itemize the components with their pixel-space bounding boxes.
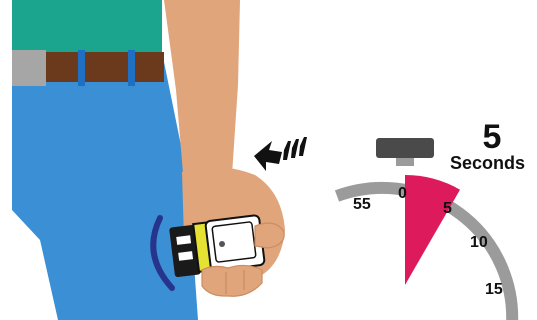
hand-with-reader-icon [169, 166, 285, 297]
reader-slot [176, 235, 192, 245]
shirt [12, 0, 162, 52]
tick-label: 5 [443, 200, 452, 217]
belt-loop [78, 50, 85, 86]
tick-label: 55 [353, 196, 371, 213]
belt-loop [128, 50, 135, 86]
elapsed-wedge [405, 174, 460, 285]
person [12, 0, 198, 320]
tick-label: 15 [485, 281, 503, 298]
timer-unit: Seconds [450, 153, 526, 173]
card-inner-screen [211, 221, 257, 263]
tick-label: 10 [470, 234, 488, 251]
jeans [12, 52, 198, 320]
belt-buckle [12, 50, 46, 86]
arm [164, 0, 240, 185]
timer-value: 5 [482, 118, 502, 156]
stopwatch-ring [334, 181, 519, 320]
fingers [201, 264, 263, 297]
thumb [254, 222, 285, 249]
tick-label: 0 [398, 185, 407, 202]
motion-arrow-icon [254, 137, 307, 171]
reader-slot [178, 251, 194, 261]
stopwatch-crown [376, 138, 434, 158]
motion-arc-icon [150, 215, 175, 291]
finger-crease [225, 270, 245, 294]
card-led [219, 241, 225, 247]
stopwatch-stem [396, 158, 414, 166]
stopwatch-icon [334, 138, 519, 320]
